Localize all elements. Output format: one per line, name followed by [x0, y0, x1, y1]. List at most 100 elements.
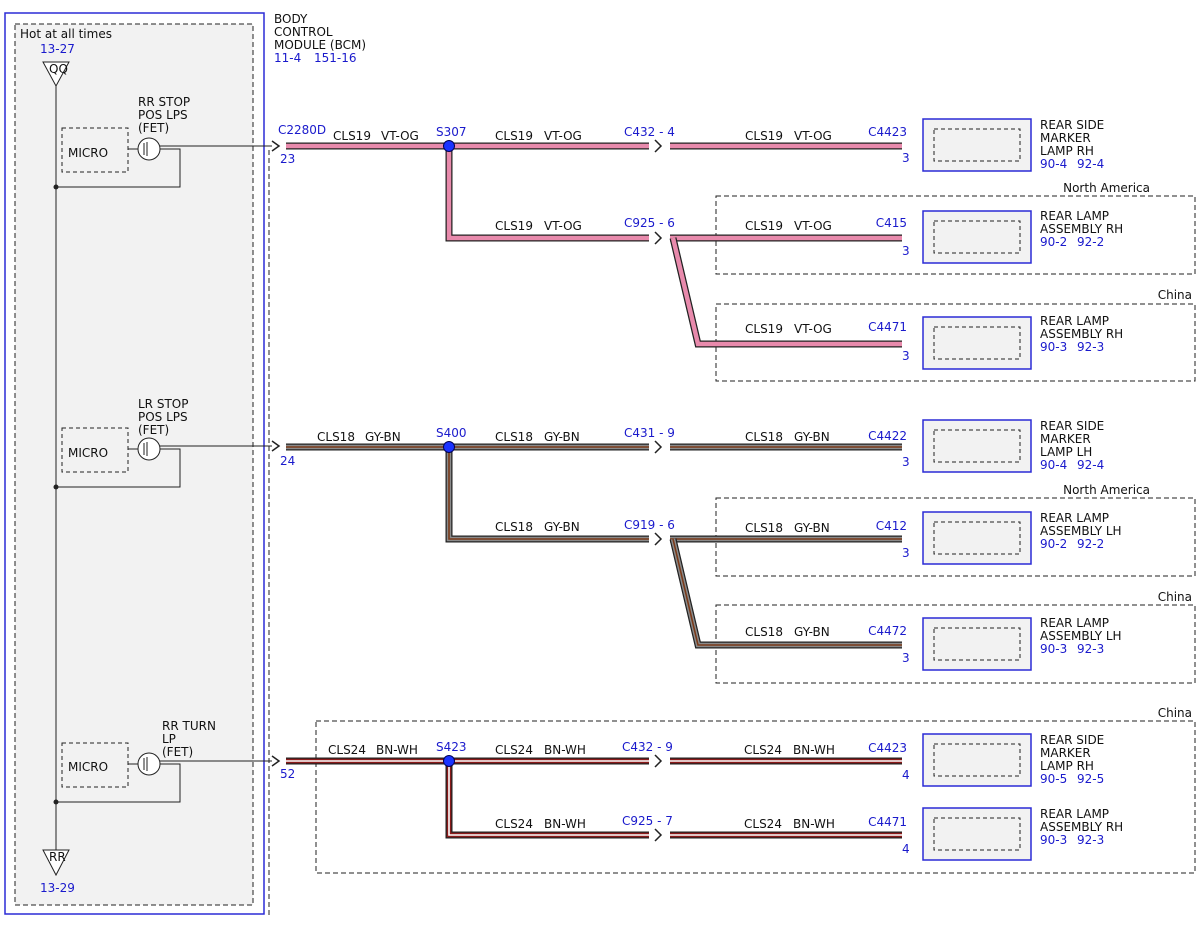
branch-0-lamp-1: REAR SIDE [1040, 118, 1104, 132]
branch-2-lamp-2: ASSEMBLY RH [1040, 327, 1123, 341]
branch-7-color-a: BN-WH [544, 817, 586, 831]
branch-1-connector[interactable]: C415 [876, 216, 907, 230]
branch-3-pin[interactable]: 3 [902, 455, 910, 469]
branch-4-ref-1[interactable]: 90-2 [1040, 537, 1067, 551]
lamp-4-box[interactable] [922, 511, 1032, 565]
branch-6-ref-2[interactable]: 92-5 [1077, 772, 1104, 786]
group-1-branch-b-left-body [446, 146, 649, 241]
branch-0-ref-1[interactable]: 90-4 [1040, 157, 1067, 171]
bcm-bottom-terminal: RR [49, 850, 66, 864]
bcm-top-ref[interactable]: 13-27 [40, 42, 75, 56]
branch-2-color: VT-OG [794, 322, 832, 336]
branch-4-color-a: GY-BN [544, 520, 580, 534]
driver-3-pin-arrow-icon [271, 755, 281, 767]
branch-2-lamp-1: REAR LAMP [1040, 314, 1109, 328]
lamp-1-box[interactable] [922, 210, 1032, 264]
branch-1-ref-2[interactable]: 92-2 [1077, 235, 1104, 249]
splice-1-dot[interactable] [443, 140, 455, 152]
splice-1-name[interactable]: S307 [436, 125, 467, 139]
branch-0-inline[interactable]: C432 - 4 [624, 125, 675, 139]
wire-harness [286, 139, 944, 842]
branch-6-lamp-3: LAMP RH [1040, 759, 1094, 773]
branch-1-inline[interactable]: C925 - 6 [624, 216, 675, 230]
branch-0-circuit-a: CLS19 [495, 129, 533, 143]
driver-2-micro: MICRO [68, 446, 108, 460]
branch-6-color-a: BN-WH [544, 743, 586, 757]
branch-7-circuit-a: CLS24 [495, 817, 533, 831]
branch-3-circuit-a: CLS18 [495, 430, 533, 444]
driver-2-pin[interactable]: 24 [280, 454, 295, 468]
branch-3-lamp-2: MARKER [1040, 432, 1091, 446]
driver-1-rail-dot [53, 184, 59, 190]
bcm-bottom-ref[interactable]: 13-29 [40, 881, 75, 895]
branch-3-inline[interactable]: C431 - 9 [624, 426, 675, 440]
bcm-ref-2[interactable]: 151-16 [314, 51, 357, 65]
bcm-connector-label[interactable]: C2280D [278, 123, 326, 137]
branch-4-pin[interactable]: 3 [902, 546, 910, 560]
trunk-3-circuit: CLS24 [328, 743, 366, 757]
branch-2-connector[interactable]: C4471 [868, 320, 907, 334]
lamp-6-inner [933, 743, 1021, 777]
lamp-3-box[interactable] [922, 419, 1032, 473]
lamp-0-box[interactable] [922, 118, 1032, 172]
splice-3-name[interactable]: S423 [436, 740, 467, 754]
branch-1-color-b: VT-OG [794, 219, 832, 233]
branch-7-lamp-2: ASSEMBLY RH [1040, 820, 1123, 834]
branch-1-pin[interactable]: 3 [902, 244, 910, 258]
branch-5-ref-1[interactable]: 90-3 [1040, 642, 1067, 656]
branch-6-pin[interactable]: 4 [902, 768, 910, 782]
branch-7-pin[interactable]: 4 [902, 842, 910, 856]
splice-3-dot[interactable] [443, 755, 455, 767]
branch-7-ref-2[interactable]: 92-3 [1077, 833, 1104, 847]
branch-2-pin[interactable]: 3 [902, 349, 910, 363]
driver-1-micro: MICRO [68, 146, 108, 160]
branch-3-circuit-b: CLS18 [745, 430, 783, 444]
lamp-7-box[interactable] [922, 807, 1032, 861]
branch-5-ref-2[interactable]: 92-3 [1077, 642, 1104, 656]
branch-6-connector[interactable]: C4423 [868, 741, 907, 755]
driver-3-label-2: LP [162, 732, 176, 746]
driver-3-pin[interactable]: 52 [280, 767, 295, 781]
lamp-2-box[interactable] [922, 316, 1032, 370]
lamp-6-box[interactable] [922, 733, 1032, 787]
branch-4-connector[interactable]: C412 [876, 519, 907, 533]
branch-0-connector[interactable]: C4423 [868, 125, 907, 139]
branch-3-connector[interactable]: C4422 [868, 429, 907, 443]
splice-2-dot[interactable] [443, 441, 455, 453]
group-3-inline-b-arrow-icon [654, 828, 663, 842]
branch-2-ref-2[interactable]: 92-3 [1077, 340, 1104, 354]
driver-2-label-3: (FET) [138, 423, 169, 437]
branch-2-ref-1[interactable]: 90-3 [1040, 340, 1067, 354]
driver-2-label-2: POS LPS [138, 410, 188, 424]
branch-7-inline[interactable]: C925 - 7 [622, 814, 673, 828]
branch-4-inline[interactable]: C919 - 6 [624, 518, 675, 532]
branch-6-circuit-a: CLS24 [495, 743, 533, 757]
branch-4-color-b: GY-BN [794, 521, 830, 535]
lamp-5-box[interactable] [922, 617, 1032, 671]
branch-0-pin[interactable]: 3 [902, 151, 910, 165]
branch-6-inline[interactable]: C432 - 9 [622, 740, 673, 754]
splice-2-name[interactable]: S400 [436, 426, 467, 440]
wire-labels: CLS19 VT-OG S307 CLS18 GY-BN S400 CLS24 … [317, 125, 467, 757]
branch-4-ref-2[interactable]: 92-2 [1077, 537, 1104, 551]
branch-3-ref-2[interactable]: 92-4 [1077, 458, 1104, 472]
branch-5-pin[interactable]: 3 [902, 651, 910, 665]
branch-5-connector[interactable]: C4472 [868, 624, 907, 638]
trunk-2-circuit: CLS18 [317, 430, 355, 444]
group-2-branch-c-stripe [672, 538, 902, 646]
bcm-ref-1[interactable]: 11-4 [274, 51, 301, 65]
branch-6-ref-1[interactable]: 90-5 [1040, 772, 1067, 786]
branch-3-lamp-1: REAR SIDE [1040, 419, 1104, 433]
branch-3-color-a: GY-BN [544, 430, 580, 444]
branch-1-region: North America [1063, 181, 1150, 195]
driver-1-pin[interactable]: 23 [280, 152, 295, 166]
branch-5-lamp-2: ASSEMBLY LH [1040, 629, 1122, 643]
branch-7-connector[interactable]: C4471 [868, 815, 907, 829]
driver-2-pin-arrow-icon [271, 440, 281, 452]
branch-0-ref-2[interactable]: 92-4 [1077, 157, 1104, 171]
branch-1-ref-1[interactable]: 90-2 [1040, 235, 1067, 249]
branch-7-ref-1[interactable]: 90-3 [1040, 833, 1067, 847]
branch-3-ref-1[interactable]: 90-4 [1040, 458, 1067, 472]
trunk-1-color: VT-OG [381, 129, 419, 143]
driver-1-label-1: RR STOP [138, 95, 190, 109]
